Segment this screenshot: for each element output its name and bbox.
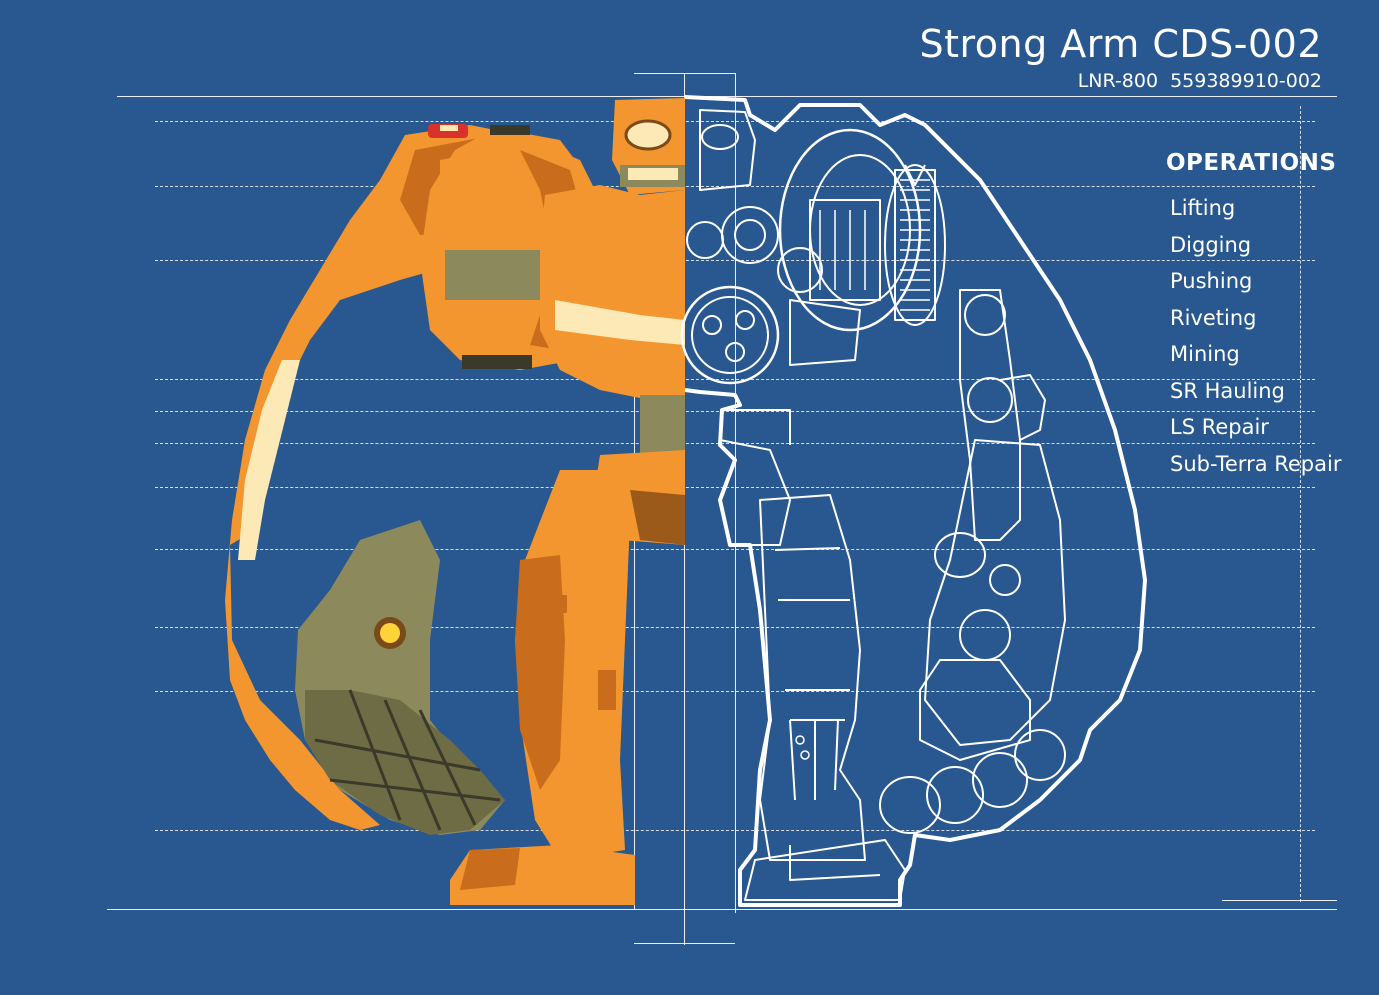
robot-blueprint-half (680, 95, 1147, 907)
height-dimension-line (1300, 106, 1301, 902)
operations-heading: OPERATIONS (1166, 150, 1337, 176)
page-title: Strong Arm CDS-002 (919, 22, 1322, 66)
operation-item: Pushing (1170, 269, 1253, 293)
bottom-frame-line (107, 909, 1337, 910)
model-number: LNR-800 559389910-002 (1077, 70, 1322, 92)
operations-list: Lifting Digging Pushing Riveting Mining … (1170, 192, 1341, 484)
robot-color-half (225, 98, 685, 905)
right-width-line (735, 73, 736, 913)
operation-item: LS Repair (1170, 415, 1269, 439)
operation-item: Riveting (1170, 305, 1257, 330)
operation-item: SR Hauling (1170, 378, 1285, 403)
right-dimension-tick-top (1222, 900, 1337, 901)
top-frame-line (117, 96, 1337, 97)
left-width-line (634, 360, 635, 910)
operation-item: Digging (1170, 232, 1252, 257)
operation-item: Lifting (1170, 196, 1236, 220)
operation-item: Mining (1170, 342, 1240, 366)
operation-item: Sub-Terra Repair (1170, 451, 1342, 476)
